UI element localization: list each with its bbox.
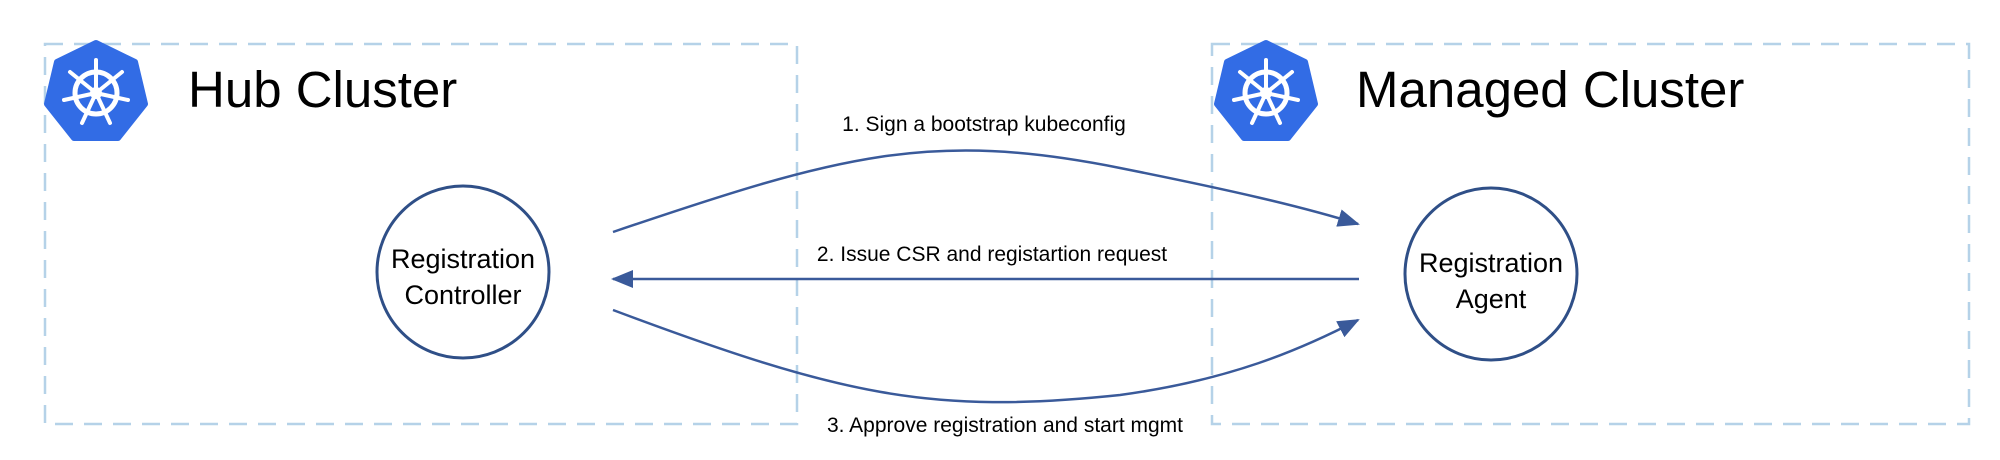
managed-cluster-box xyxy=(1210,42,1971,426)
registration-agent-label-line1: Registration xyxy=(1419,248,1563,278)
hub-cluster-title: Hub Cluster xyxy=(188,61,457,118)
managed-cluster-title: Managed Cluster xyxy=(1356,61,1744,118)
step-1-arrow xyxy=(612,149,1360,234)
registration-controller-node xyxy=(375,184,551,360)
registration-controller-label-line1: Registration xyxy=(391,244,535,274)
step-3-label: 3. Approve registration and start mgmt xyxy=(827,414,1183,437)
hub-kubernetes-helm-icon xyxy=(47,43,145,138)
hub-cluster-box xyxy=(43,42,799,426)
registration-agent-node xyxy=(1403,186,1579,362)
step-1-label: 1. Sign a bootstrap kubeconfig xyxy=(842,113,1126,136)
registration-controller-label-line2: Controller xyxy=(404,280,521,310)
step-3-arrow xyxy=(612,308,1360,404)
managed-kubernetes-helm-icon xyxy=(1217,43,1315,138)
registration-agent-label-line2: Agent xyxy=(1456,284,1527,314)
step-2-label: 2. Issue CSR and registartion request xyxy=(817,243,1167,266)
